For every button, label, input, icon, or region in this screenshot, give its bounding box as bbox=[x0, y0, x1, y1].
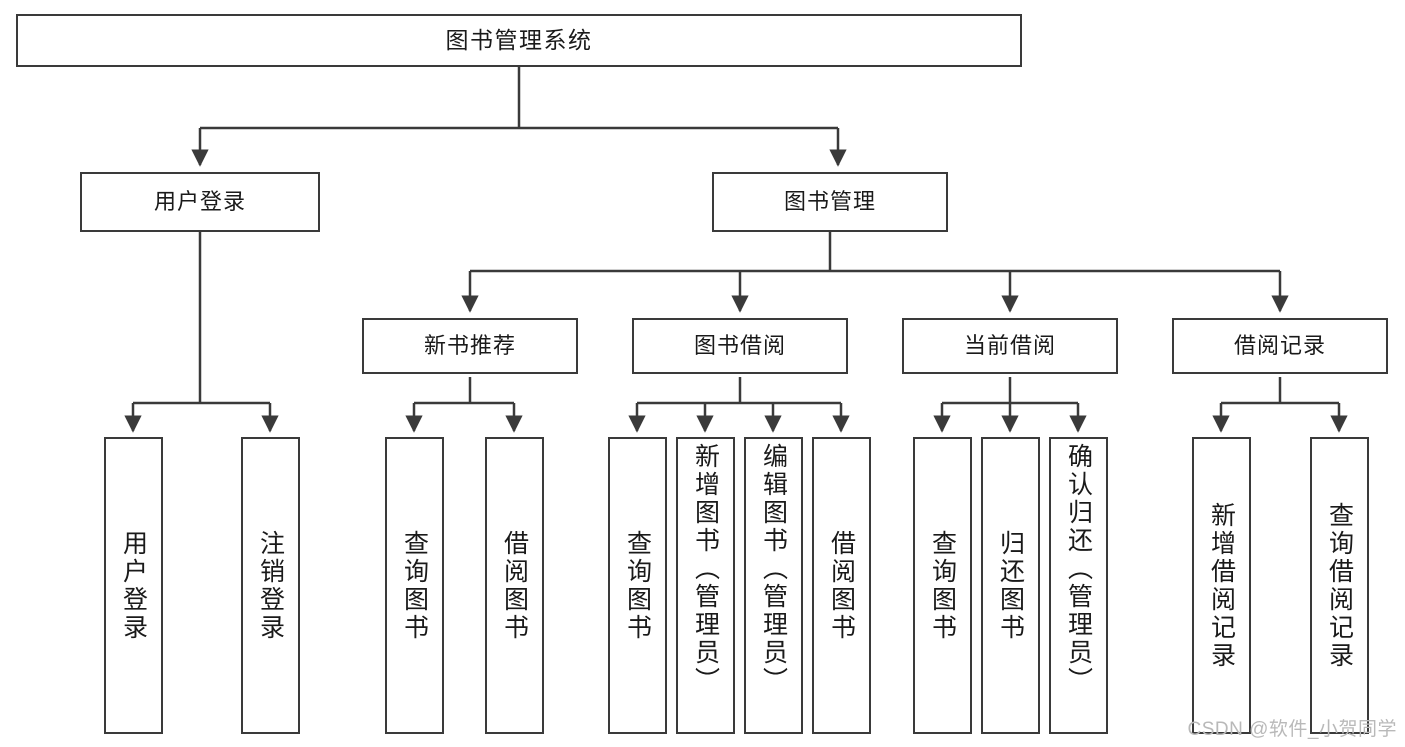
watermark: CSDN @软件_小贺同学 bbox=[1187, 719, 1397, 740]
leaf-current-borrow-confirm-label: 确认归还（管理员） bbox=[1064, 443, 1093, 695]
node-borrow-record[interactable]: 借阅记录 bbox=[1172, 318, 1388, 374]
leaf-book-borrow-borrow[interactable]: 借阅图书 bbox=[812, 437, 871, 734]
leaf-current-borrow-return-label: 归还图书 bbox=[996, 529, 1025, 642]
node-user-login[interactable]: 用户登录 bbox=[80, 172, 320, 232]
node-current-borrow[interactable]: 当前借阅 bbox=[902, 318, 1118, 374]
leaf-book-borrow-edit-label: 编辑图书（管理员） bbox=[759, 443, 788, 695]
node-root[interactable]: 图书管理系统 bbox=[16, 14, 1022, 67]
leaf-borrow-record-add-label: 新增借阅记录 bbox=[1207, 501, 1236, 670]
node-book-management-label: 图书管理 bbox=[783, 189, 876, 215]
leaf-current-borrow-return[interactable]: 归还图书 bbox=[981, 437, 1040, 734]
leaf-book-borrow-add-label: 新增图书（管理员） bbox=[691, 443, 720, 695]
leaf-new-book-query[interactable]: 查询图书 bbox=[385, 437, 444, 734]
leaf-book-borrow-query[interactable]: 查询图书 bbox=[608, 437, 667, 734]
leaf-book-borrow-add[interactable]: 新增图书（管理员） bbox=[676, 437, 735, 734]
node-book-management[interactable]: 图书管理 bbox=[712, 172, 948, 232]
leaf-book-borrow-edit[interactable]: 编辑图书（管理员） bbox=[744, 437, 803, 734]
leaf-borrow-record-query-label: 查询借阅记录 bbox=[1325, 501, 1354, 670]
node-current-borrow-label: 当前借阅 bbox=[963, 333, 1056, 359]
leaf-current-borrow-confirm[interactable]: 确认归还（管理员） bbox=[1049, 437, 1108, 734]
leaf-user-login-signout[interactable]: 注销登录 bbox=[241, 437, 300, 734]
node-book-borrow-label: 图书借阅 bbox=[693, 333, 786, 359]
leaf-new-book-borrow-label: 借阅图书 bbox=[500, 529, 529, 642]
leaf-current-borrow-query[interactable]: 查询图书 bbox=[913, 437, 972, 734]
leaf-user-login-signin-label: 用户登录 bbox=[119, 529, 148, 642]
leaf-user-login-signout-label: 注销登录 bbox=[256, 529, 285, 642]
leaf-new-book-borrow[interactable]: 借阅图书 bbox=[485, 437, 544, 734]
leaf-user-login-signin[interactable]: 用户登录 bbox=[104, 437, 163, 734]
leaf-borrow-record-add[interactable]: 新增借阅记录 bbox=[1192, 437, 1251, 734]
node-root-label: 图书管理系统 bbox=[445, 27, 593, 54]
leaf-book-borrow-query-label: 查询图书 bbox=[623, 529, 652, 642]
leaf-new-book-query-label: 查询图书 bbox=[400, 529, 429, 642]
leaf-borrow-record-query[interactable]: 查询借阅记录 bbox=[1310, 437, 1369, 734]
node-new-book-recommend[interactable]: 新书推荐 bbox=[362, 318, 578, 374]
node-book-borrow[interactable]: 图书借阅 bbox=[632, 318, 848, 374]
node-new-book-recommend-label: 新书推荐 bbox=[423, 333, 516, 359]
node-borrow-record-label: 借阅记录 bbox=[1233, 333, 1326, 359]
leaf-book-borrow-borrow-label: 借阅图书 bbox=[827, 529, 856, 642]
leaf-current-borrow-query-label: 查询图书 bbox=[928, 529, 957, 642]
node-user-login-label: 用户登录 bbox=[153, 189, 246, 215]
